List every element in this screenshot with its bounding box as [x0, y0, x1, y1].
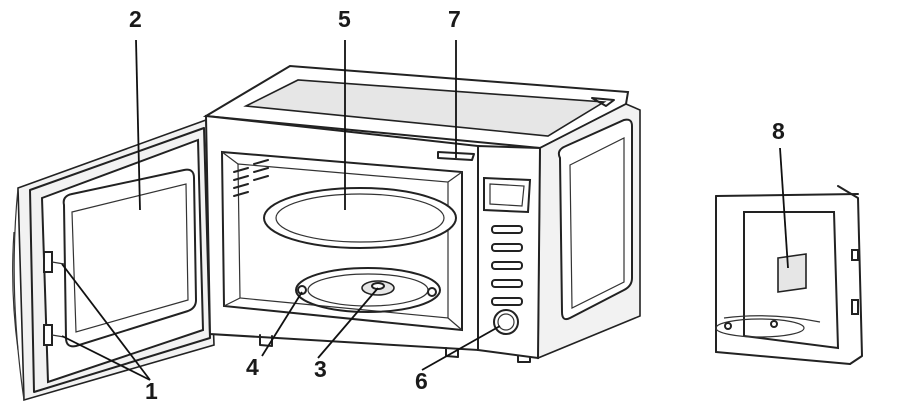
callout-waveguide-cover: 8 [772, 118, 785, 144]
control-knob [493, 309, 519, 335]
waveguide-cover [777, 253, 807, 293]
door-hinge [43, 251, 65, 346]
callout-door-window: 2 [129, 6, 142, 32]
roller-ring [295, 267, 441, 313]
callout-roller-ring: 4 [246, 354, 259, 380]
callout-door-hinge: 1 [145, 378, 158, 404]
callout-safety-lock-system: 7 [448, 6, 461, 32]
leader-lines [61, 39, 789, 381]
callout-turntable-hub: 3 [314, 356, 327, 382]
callout-control-knob: 6 [415, 368, 428, 394]
glass-tray [263, 187, 457, 249]
control-panel [477, 144, 542, 360]
door-window [62, 168, 198, 348]
safety-lock-system [437, 151, 475, 161]
callout-glass-tray: 5 [338, 6, 351, 32]
